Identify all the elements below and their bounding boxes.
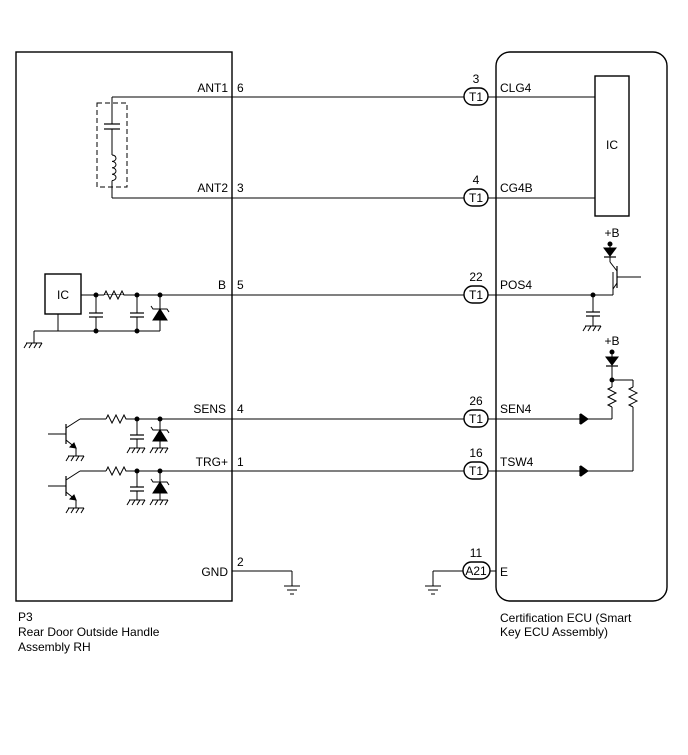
ant2-left-name: ANT2 bbox=[197, 181, 228, 195]
ground-right: 11 A21 E bbox=[425, 546, 508, 595]
ecu-ic-label: IC bbox=[606, 138, 618, 152]
sens-right-pin: 26 bbox=[469, 394, 483, 408]
sens-input-network bbox=[48, 413, 170, 462]
wire-ant2: ANT2 3 4 T1 CG4B bbox=[112, 173, 595, 207]
ant2-connector: T1 bbox=[469, 191, 483, 205]
ant2-right-name: CG4B bbox=[500, 181, 533, 195]
e-connector: A21 bbox=[465, 564, 487, 578]
ecu-pos-network: +B bbox=[582, 226, 641, 332]
ant1-right-name: CLG4 bbox=[500, 81, 532, 95]
ant1-left-name: ANT1 bbox=[197, 81, 228, 95]
ant1-connector-badge bbox=[463, 87, 489, 106]
left-component-code: P3 bbox=[18, 610, 33, 624]
ant1-left-pin: 6 bbox=[237, 81, 244, 95]
antenna-coil-symbol bbox=[96, 97, 128, 198]
supply2-label: +B bbox=[604, 334, 619, 348]
ground-left: GND 2 bbox=[201, 555, 300, 595]
ant1-connector: T1 bbox=[469, 90, 483, 104]
b-connector-badge bbox=[463, 285, 489, 304]
trg-connector-badge bbox=[463, 461, 489, 480]
right-component-name-2: Key ECU Assembly) bbox=[500, 625, 608, 639]
wire-sens: SENS 4 26 T1 SEN4 bbox=[80, 394, 612, 428]
gnd-pin: 2 bbox=[237, 555, 244, 569]
left-component-name-1: Rear Door Outside Handle bbox=[18, 625, 160, 639]
left-ic-box bbox=[44, 273, 82, 315]
trg-right-name: TSW4 bbox=[500, 455, 534, 469]
trg-input-network bbox=[48, 465, 170, 514]
b-left-pin: 5 bbox=[237, 278, 244, 292]
ant2-connector-badge bbox=[463, 188, 489, 207]
sens-right-name: SEN4 bbox=[500, 402, 532, 416]
b-right-name: POS4 bbox=[500, 278, 532, 292]
b-connector: T1 bbox=[469, 288, 483, 302]
e-connector-badge bbox=[462, 561, 491, 580]
e-name: E bbox=[500, 565, 508, 579]
b-right-pin: 22 bbox=[469, 270, 483, 284]
e-pin: 11 bbox=[470, 546, 483, 560]
sens-connector-badge bbox=[463, 409, 489, 428]
left-component-box bbox=[15, 51, 233, 602]
right-component-box bbox=[495, 51, 668, 602]
ecu-switch-network: +B bbox=[579, 334, 639, 477]
left-ic-label: IC bbox=[57, 288, 69, 302]
ant1-right-pin: 3 bbox=[473, 72, 480, 86]
trg-connector: T1 bbox=[469, 464, 483, 478]
left-ic-network: IC bbox=[23, 273, 170, 349]
trg-right-pin: 16 bbox=[469, 446, 483, 460]
right-component-name-1: Certification ECU (Smart bbox=[500, 611, 632, 625]
sens-connector: T1 bbox=[469, 412, 483, 426]
trg-left-pin: 1 bbox=[237, 455, 244, 469]
wire-b: B 5 22 T1 POS4 bbox=[81, 270, 613, 304]
wire-trg: TRG+ 1 16 T1 TSW4 bbox=[80, 446, 633, 480]
ant2-left-pin: 3 bbox=[237, 181, 244, 195]
supply1-label: +B bbox=[604, 226, 619, 240]
gnd-name: GND bbox=[201, 565, 228, 579]
sens-left-name: SENS bbox=[193, 402, 226, 416]
wire-ant1: ANT1 6 3 T1 CLG4 bbox=[112, 72, 595, 106]
ant2-right-pin: 4 bbox=[473, 173, 480, 187]
b-left-name: B bbox=[218, 278, 226, 292]
trg-left-name: TRG+ bbox=[196, 455, 228, 469]
sens-left-pin: 4 bbox=[237, 402, 244, 416]
left-component-name-2: Assembly RH bbox=[18, 640, 91, 654]
ecu-ic-box bbox=[594, 75, 630, 217]
